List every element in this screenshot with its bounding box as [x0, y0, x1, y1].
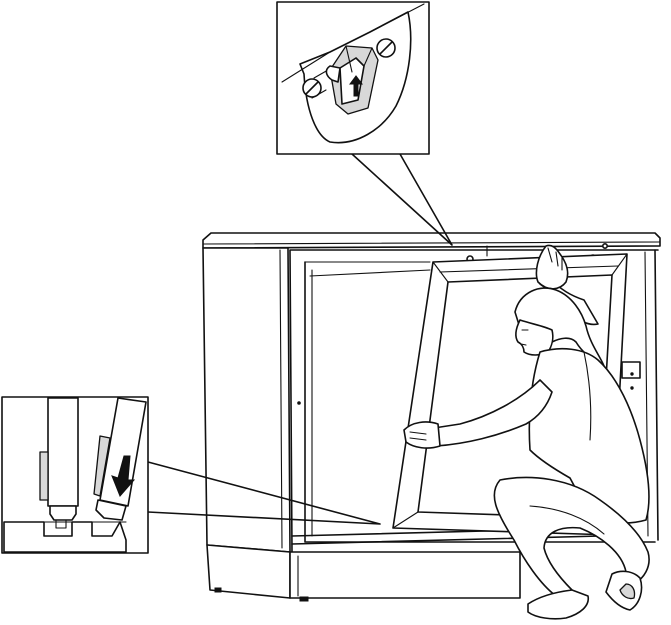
gripping-hand	[403, 421, 441, 449]
jacket	[528, 347, 650, 524]
legs	[493, 476, 650, 597]
callout-pointer	[147, 461, 381, 525]
cabinet-left-side	[202, 247, 291, 553]
side-bracket	[621, 361, 641, 379]
top-screw	[601, 243, 608, 250]
hinge-detail-callout	[276, 1, 453, 246]
cabinet-front-frame	[289, 249, 659, 553]
bottom-track-detail-callout	[1, 396, 381, 554]
person-installing-door	[403, 244, 650, 620]
screw-icon	[376, 38, 396, 58]
screw-icon	[302, 78, 322, 98]
face	[515, 319, 554, 356]
up-arrow-icon	[349, 75, 363, 97]
hole-dot	[297, 401, 301, 405]
callout-pointer	[351, 153, 453, 246]
cabinet-top	[202, 232, 661, 249]
raised-hand	[535, 244, 569, 290]
door-edge-seated	[47, 397, 79, 507]
down-arrow-icon	[111, 455, 136, 497]
left-shoe	[527, 589, 590, 620]
door-edge-lowering	[99, 397, 147, 507]
extended-arm	[433, 379, 553, 447]
